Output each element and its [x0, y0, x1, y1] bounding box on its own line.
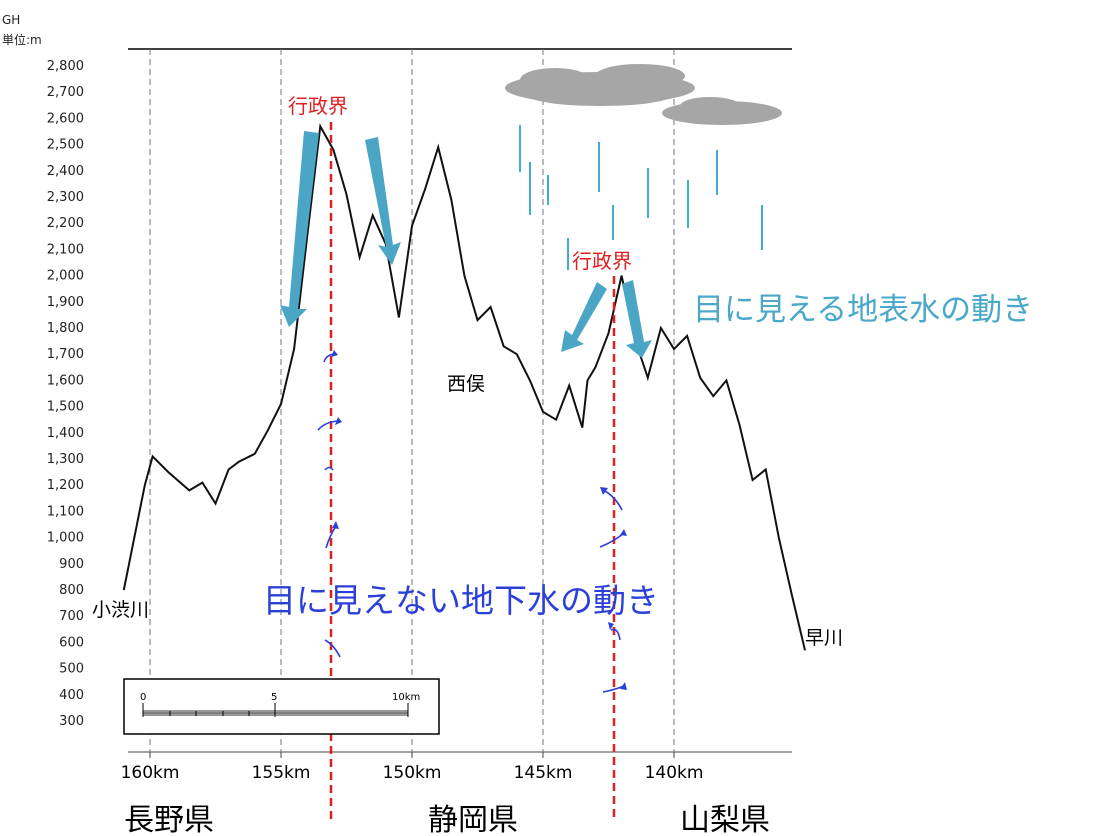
groundwater-arrowhead	[600, 487, 608, 495]
y-tick-label: 500	[59, 662, 84, 677]
surface-arrow	[561, 282, 607, 352]
groundwater-arrow	[610, 628, 621, 641]
boundary-label: 行政界	[572, 249, 632, 273]
y-tick-label: 2,000	[47, 269, 84, 284]
groundwater-arrowhead	[332, 521, 339, 529]
groundwater-arrow	[599, 532, 625, 548]
y-tick-label: 800	[59, 583, 84, 598]
y-tick-label: 1,200	[47, 478, 84, 493]
y-tick-label: 1,500	[47, 400, 84, 415]
y-tick-label: 1,600	[47, 373, 84, 388]
place-label-end: 早川	[805, 627, 843, 649]
y-tick-label: 2,700	[47, 85, 84, 100]
surface-water-arrows	[280, 131, 652, 358]
x-tick-label: 155km	[252, 763, 311, 783]
y-tick-label: 400	[59, 688, 84, 703]
y-tick-label: 1,900	[47, 295, 84, 310]
groundwater-arrowheads	[331, 350, 627, 690]
y-tick-label: 600	[59, 635, 84, 650]
y-tick-label: 2,800	[47, 59, 84, 74]
vertical-gridlines	[149, 49, 675, 752]
y-tick-label: 2,500	[47, 138, 84, 153]
y-tick-label: 1,300	[47, 452, 84, 467]
place-label-start: 小渋川	[92, 599, 149, 621]
y-tick-label: 2,600	[47, 111, 84, 126]
prefecture-label-shizuoka: 静岡県	[428, 803, 518, 836]
x-tick-label: 145km	[514, 763, 573, 783]
rain-streaks	[519, 125, 763, 270]
groundwater-arrows	[317, 353, 625, 693]
y-tick-label: 1,100	[47, 504, 84, 519]
elevation-profile-line	[122, 123, 806, 651]
scale-bar: 0 5 10km	[123, 678, 440, 735]
groundwater-label: 目に見えない地下水の動き	[263, 581, 659, 620]
groundwater-arrow	[324, 466, 334, 471]
y-tick-label: 1,400	[47, 426, 84, 441]
y-tick-label: 2,300	[47, 190, 84, 205]
groundwater-arrowhead	[331, 350, 338, 357]
y-tick-label: 2,200	[47, 216, 84, 231]
y-axis-ticks: 2,800 2,700 2,600 2,500 2,400 2,300 2,200 2,100…	[47, 59, 84, 729]
y-tick-label: 700	[59, 609, 84, 624]
x-axis-ticks: 160km 155km 150km 145km 140km	[121, 752, 704, 783]
y-tick-label: 2,100	[47, 242, 84, 257]
surface-arrow	[622, 280, 652, 358]
scale-label-5: 5	[271, 692, 277, 703]
y-tick-label: 2,400	[47, 164, 84, 179]
x-tick-label: 150km	[383, 763, 442, 783]
y-tick-label: 900	[59, 557, 84, 572]
y-tick-label: 1,000	[47, 531, 84, 546]
unit-label-bottom: 単位:m	[2, 32, 42, 47]
unit-label-top: GH	[2, 13, 20, 27]
groundwater-arrow	[324, 639, 341, 658]
cloud-icon	[505, 64, 695, 106]
place-label-mid: 西俣	[447, 373, 485, 395]
y-tick-label: 300	[59, 714, 84, 729]
y-tick-label: 1,800	[47, 321, 84, 336]
groundwater-arrowhead	[620, 682, 627, 690]
prefecture-label-nagano: 長野県	[124, 803, 214, 836]
scale-label-0: 0	[140, 692, 146, 703]
surface-arrow	[365, 137, 401, 265]
surface-arrow	[280, 131, 319, 327]
y-tick-label: 1,700	[47, 347, 84, 362]
cloud-icon	[662, 97, 782, 125]
x-tick-label: 140km	[645, 763, 704, 783]
groundwater-arrow	[602, 489, 623, 511]
boundary-label: 行政界	[288, 94, 348, 118]
x-tick-label: 160km	[121, 763, 180, 783]
groundwater-arrow	[317, 420, 339, 431]
scale-label-10km: 10km	[392, 692, 420, 703]
groundwater-arrowhead	[620, 529, 627, 536]
groundwater-arrowhead	[335, 417, 342, 425]
surface-water-label: 目に見える地表水の動き	[693, 292, 1033, 328]
groundwater-arrowhead	[608, 622, 614, 630]
scale-bar-frame	[123, 678, 440, 735]
prefecture-label-yamanashi: 山梨県	[680, 803, 770, 836]
